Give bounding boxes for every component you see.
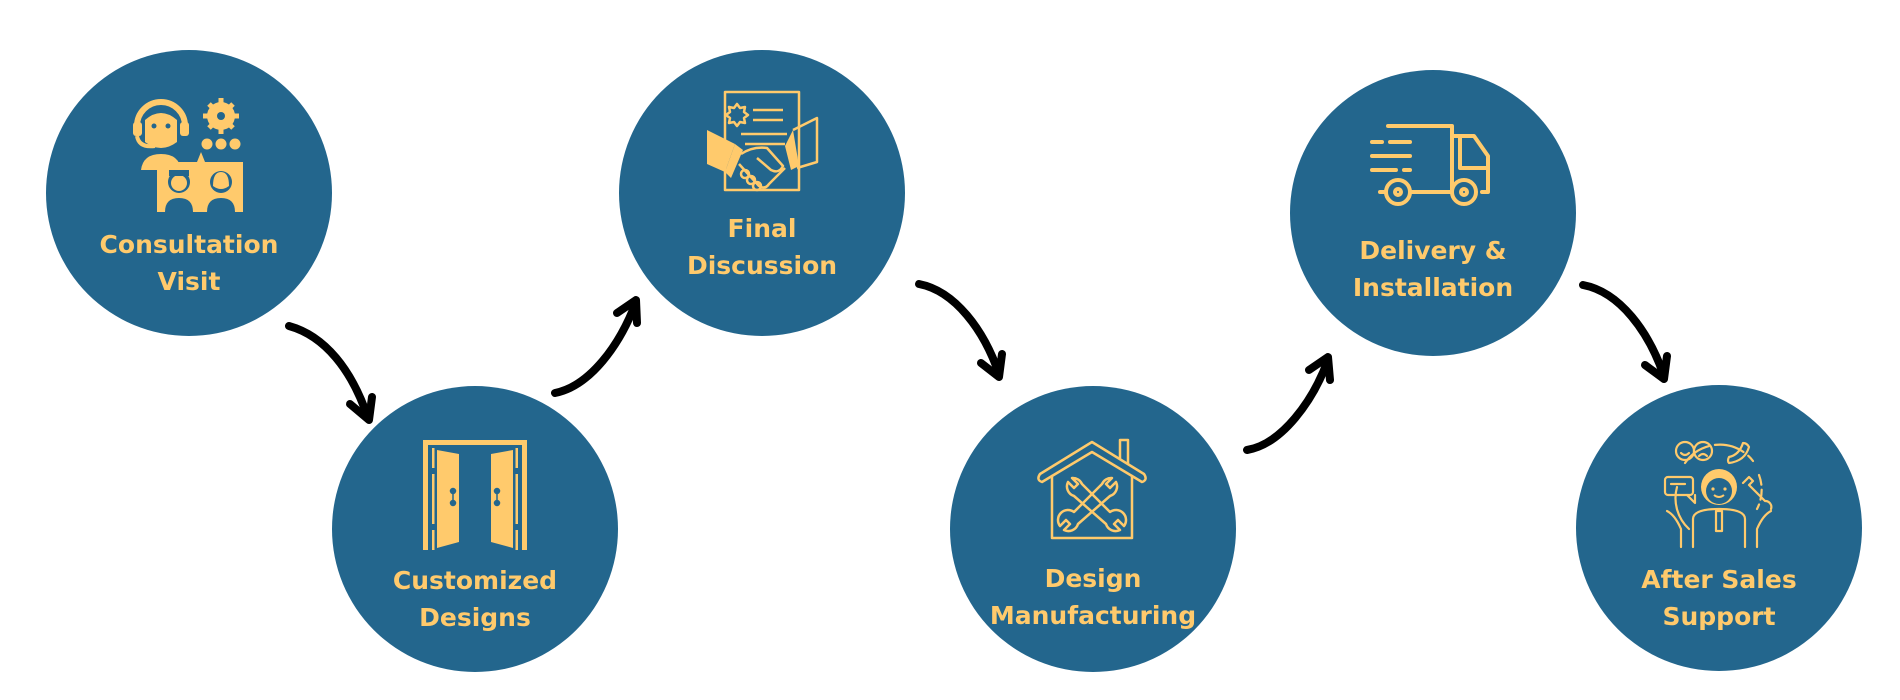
step-label: Final Discussion <box>619 210 905 284</box>
arrow-customized-to-final <box>551 296 641 397</box>
step-label-line2: Visit <box>157 267 221 296</box>
step-label: After Sales Support <box>1576 561 1862 635</box>
step-design-manufacturing: Design Manufacturing <box>950 386 1236 672</box>
step-label: Delivery & Installation <box>1290 232 1576 306</box>
consultation-support-icon <box>133 98 243 212</box>
step-consultation-visit: Consultation Visit <box>46 50 332 336</box>
step-label-line2: Support <box>1662 602 1776 631</box>
step-label: Customized Designs <box>332 562 618 636</box>
handshake-contract-icon <box>707 90 819 192</box>
delivery-truck-icon <box>1370 124 1490 206</box>
step-label-line1: Customized <box>392 566 558 595</box>
step-after-sales-support: After Sales Support <box>1576 385 1862 671</box>
arrow-delivery-to-aftersales <box>1579 281 1671 383</box>
step-label-line1: After Sales <box>1641 565 1797 594</box>
arrow-final-to-manufacturing <box>915 280 1006 381</box>
arrow-manufacturing-to-delivery <box>1243 353 1334 454</box>
step-label-line1: Consultation <box>99 230 279 259</box>
step-label-line1: Design <box>1044 564 1142 593</box>
step-label: Consultation Visit <box>46 226 332 300</box>
customer-service-icon <box>1663 440 1773 549</box>
step-final-discussion: Final Discussion <box>619 50 905 336</box>
step-label-line2: Discussion <box>686 251 838 280</box>
step-label-line2: Installation <box>1352 273 1514 302</box>
step-label-line1: Final <box>727 214 797 243</box>
step-label-line2: Designs <box>419 603 531 632</box>
house-tools-icon <box>1037 438 1147 540</box>
step-label: Design Manufacturing <box>950 560 1236 634</box>
step-delivery-installation: Delivery & Installation <box>1290 70 1576 356</box>
step-label-line2: Manufacturing <box>989 601 1197 630</box>
arrow-consultation-to-customized <box>285 322 376 424</box>
open-door-icon <box>423 440 527 550</box>
step-label-line1: Delivery & <box>1359 236 1507 265</box>
step-customized-designs: Customized Designs <box>332 386 618 672</box>
